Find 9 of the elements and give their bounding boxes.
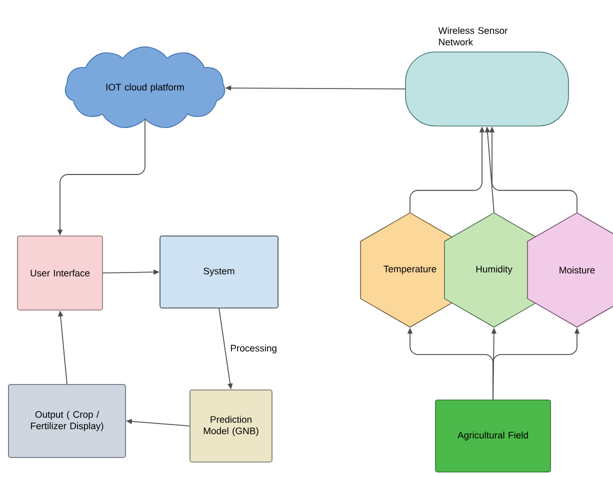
node-label: Wireless Sensor Network bbox=[438, 26, 508, 46]
edge-label: Processing bbox=[229, 344, 278, 354]
rounded-box: Wireless Sensor Network bbox=[405, 26, 569, 126]
process-box: Output ( Crop / Fertilizer Display) bbox=[8, 384, 126, 458]
process-box: Prediction Model (GNB) bbox=[190, 390, 272, 462]
process-box: System bbox=[160, 236, 278, 308]
process-box: Agricultural Field bbox=[435, 400, 551, 472]
process-box: User Interface bbox=[17, 236, 103, 310]
hexagon: Moisture bbox=[527, 212, 613, 328]
